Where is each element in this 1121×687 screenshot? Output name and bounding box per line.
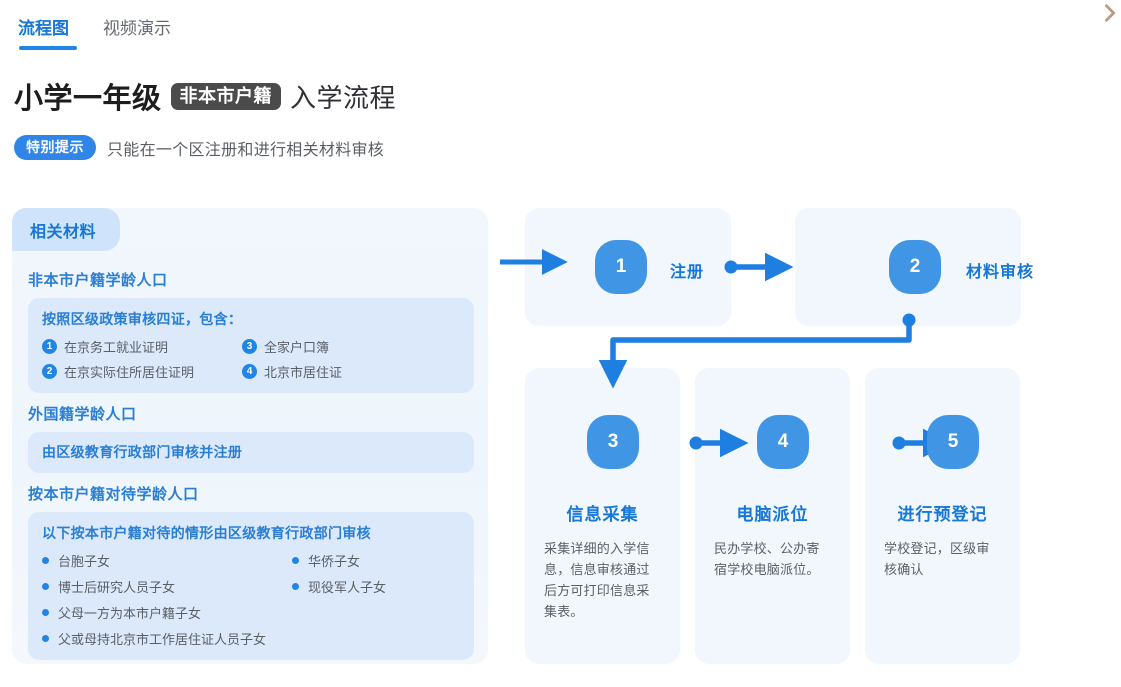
section-heading-non-local: 非本市户籍学龄人口	[28, 272, 168, 289]
list-item: 2 在京实际住所居住证明	[42, 362, 242, 381]
list-item-spacer	[292, 629, 460, 648]
list-item: 华侨子女	[292, 551, 460, 570]
foreign-review-text: 由区级教育行政部门审核并注册	[42, 444, 243, 460]
tab-flowchart-label: 流程图	[18, 19, 69, 38]
step-desc-5: 学校登记，区级审核确认	[884, 541, 990, 577]
list-item-spacer	[292, 603, 460, 622]
bullet-dot-icon	[42, 557, 49, 564]
tab-active-underline	[19, 46, 77, 50]
step-number-4-value: 4	[777, 431, 789, 452]
list-item-label: 现役军人子女	[308, 580, 387, 595]
list-item: 3 全家户口簿	[242, 337, 460, 356]
list-item: 台胞子女	[42, 551, 292, 570]
number-badge-icon: 1	[42, 339, 57, 354]
number-badge-icon: 3	[242, 339, 257, 354]
step-number-5-value: 5	[947, 431, 959, 452]
materials-panel: 相关材料 非本市户籍学龄人口 按照区级政策审核四证，包含： 1 在京务工就业证明…	[12, 208, 488, 664]
materials-panel-tab-label: 相关材料	[12, 208, 121, 251]
tab-flowchart[interactable]: 流程图	[18, 18, 77, 50]
step-number-4: 4	[757, 415, 809, 469]
list-item-label: 华侨子女	[308, 554, 361, 569]
step-title-5: 进行预登记	[897, 505, 988, 524]
list-item-label: 北京市居住证	[264, 365, 343, 380]
list-item-label: 台胞子女	[58, 554, 111, 569]
section-heading-foreign: 外国籍学龄人口	[28, 406, 137, 423]
special-note: 特别提示 只能在一个区注册和进行相关材料审核	[14, 135, 384, 160]
step-number-3: 3	[587, 415, 639, 469]
chevron-right-icon[interactable]	[1099, 2, 1121, 24]
materials-box-treated-as-local: 以下按本市户籍对待的情形由区级教育行政部门审核 台胞子女 华侨子女 博士后研究人…	[28, 512, 474, 660]
page-title-rest: 入学流程	[290, 82, 397, 113]
list-item: 博士后研究人员子女	[42, 577, 292, 596]
step-title-3: 信息采集	[566, 505, 639, 524]
step-number-1-value: 1	[615, 256, 627, 277]
step-number-2: 2	[889, 240, 941, 294]
tab-video-demo-label: 视频演示	[103, 19, 171, 38]
step-number-5: 5	[927, 415, 979, 469]
treated-as-local-list: 台胞子女 华侨子女 博士后研究人员子女 现役军人子女	[42, 551, 460, 648]
list-item: 父母一方为本市户籍子女	[42, 603, 292, 622]
materials-box-four-certs: 按照区级政策审核四证，包含： 1 在京务工就业证明 3 全家户口簿 2 在京实际…	[28, 298, 474, 393]
list-item-label: 父母一方为本市户籍子女	[58, 606, 202, 621]
step-number-1: 1	[595, 240, 647, 294]
list-item-label: 博士后研究人员子女	[58, 580, 176, 595]
list-item: 1 在京务工就业证明	[42, 337, 242, 356]
list-item: 现役军人子女	[292, 577, 460, 596]
materials-box-foreign: 由区级教育行政部门审核并注册	[28, 432, 474, 473]
number-badge-icon: 4	[242, 364, 257, 379]
list-item: 4 北京市居住证	[242, 362, 460, 381]
list-item-label: 在京实际住所居住证明	[64, 365, 195, 380]
step-desc-3: 采集详细的入学信息，信息审核通过后方可打印信息采集表。	[544, 541, 650, 619]
flow-diagram: 1 注册 2 材料审核 3 信息采集 采集详细的入学信息，信息审核通过后方可打印…	[500, 190, 1121, 670]
tab-video-demo[interactable]: 视频演示	[103, 18, 171, 50]
step-title-1: 注册	[670, 264, 705, 281]
bullet-dot-icon	[42, 635, 49, 642]
page-title-badge: 非本市户籍	[170, 82, 282, 110]
list-item-label: 全家户口簿	[264, 340, 330, 355]
number-badge-icon: 2	[42, 364, 57, 379]
bullet-dot-icon	[292, 557, 299, 564]
special-note-text: 只能在一个区注册和进行相关材料审核	[107, 141, 385, 159]
step-desc-4: 民办学校、公办寄宿学校电脑派位。	[714, 541, 820, 577]
list-item: 父或母持北京市工作居住证人员子女	[42, 629, 292, 648]
treated-as-local-title: 以下按本市户籍对待的情形由区级教育行政部门审核	[42, 525, 371, 541]
bullet-dot-icon	[292, 583, 299, 590]
bullet-dot-icon	[42, 583, 49, 590]
materials-panel-body: 非本市户籍学龄人口 按照区级政策审核四证，包含： 1 在京务工就业证明 3 全家…	[12, 254, 488, 660]
section-heading-treated-as-local: 按本市户籍对待学龄人口	[28, 486, 199, 503]
step-title-2: 材料审核	[966, 264, 1035, 281]
page-title: 小学一年级 非本市户籍 入学流程	[14, 75, 396, 117]
list-item-label: 在京务工就业证明	[64, 340, 169, 355]
list-item-label: 父或母持北京市工作居住证人员子女	[58, 632, 267, 647]
step-title-4: 电脑派位	[736, 505, 809, 524]
step-number-2-value: 2	[909, 256, 921, 277]
step-number-3-value: 3	[607, 431, 619, 452]
bullet-dot-icon	[42, 609, 49, 616]
special-note-pill: 特别提示	[14, 135, 96, 160]
four-certs-title: 按照区级政策审核四证，包含：	[42, 311, 243, 327]
tab-bar: 流程图 视频演示	[18, 18, 171, 50]
page-title-strong: 小学一年级	[14, 83, 162, 115]
four-certs-list: 1 在京务工就业证明 3 全家户口簿 2 在京实际住所居住证明 4 北京市居住证	[42, 337, 460, 381]
